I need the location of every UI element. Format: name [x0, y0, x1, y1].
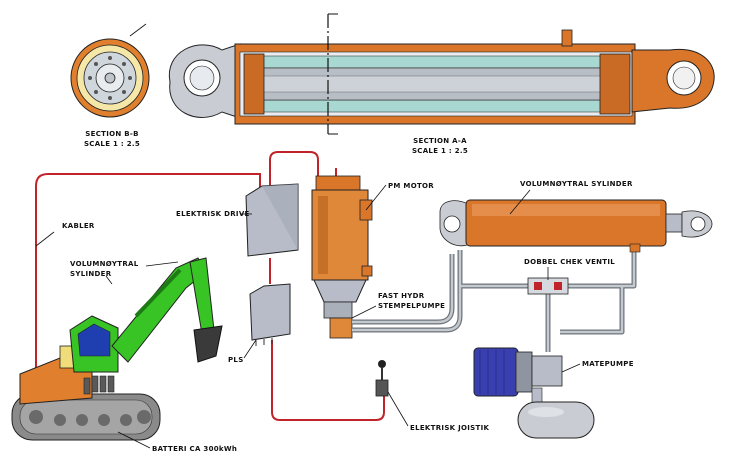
pls-box	[249, 283, 291, 346]
volumnoytral-sylinder-right	[439, 199, 713, 253]
label-elektrisk-joistik: ELEKTRISK JOISTIK	[410, 424, 490, 432]
label-batteri: BATTERI CA 300kWh	[152, 445, 237, 453]
label-elektrisk-drive: ELEKTRISK DRIVE	[176, 210, 250, 218]
matepumpe	[473, 347, 595, 439]
label-pm-motor: PM MOTOR	[388, 182, 434, 190]
label-fast-hydr-2: STEMPELPUMPE	[378, 302, 445, 310]
section-aa-view	[168, 13, 715, 135]
section-bb-scale: SCALE 1 : 2.5	[84, 140, 140, 148]
elektrisk-drive-box	[245, 183, 299, 257]
label-fast-hydr-1: FAST HYDR	[378, 292, 425, 300]
label-volumnoytral-sylinder-right: VOLUMNØYTRAL SYLINDER	[520, 180, 633, 188]
red-cables	[35, 151, 385, 421]
label-volumnoytral-left-2: SYLINDER	[70, 270, 112, 278]
fast-hydr-stempelpumpe	[313, 279, 367, 339]
elektrisk-joistik	[375, 360, 389, 397]
section-bb-view	[70, 23, 150, 118]
pm-motor	[311, 175, 373, 281]
label-matepumpe: MATEPUMPE	[582, 360, 634, 368]
label-pls: PLS	[228, 356, 244, 364]
label-kabler: KABLER	[62, 222, 95, 230]
section-aa-scale: SCALE 1 : 2.5	[412, 147, 468, 155]
excavator	[11, 257, 223, 441]
label-volumnoytral-left-1: VOLUMNØYTRAL	[70, 260, 139, 268]
section-aa-title: SECTION A-A	[413, 137, 467, 145]
dobbel-chek-ventil	[527, 277, 569, 295]
section-bb-title: SECTION B-B	[85, 130, 138, 138]
label-dobbel-chek-ventil: DOBBEL CHEK VENTIL	[524, 258, 615, 266]
